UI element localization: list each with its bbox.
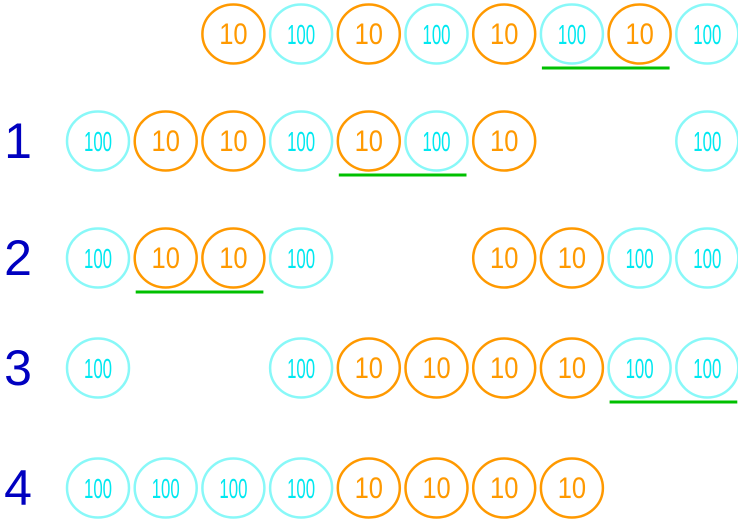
coin-10 bbox=[404, 457, 469, 519]
coin-10 bbox=[471, 227, 537, 289]
coin-value: 100 bbox=[152, 473, 180, 505]
coin-value: 100 bbox=[84, 243, 112, 275]
coin-value: 100 bbox=[626, 243, 654, 275]
coin-value: 10 bbox=[355, 471, 383, 504]
coin-value: 100 bbox=[693, 19, 721, 51]
coin-100 bbox=[675, 337, 738, 399]
coin-value: 100 bbox=[558, 19, 586, 51]
row-label: 4 bbox=[4, 460, 32, 516]
coin-value: 100 bbox=[422, 19, 450, 51]
coin-100 bbox=[539, 3, 605, 65]
coin-value: 10 bbox=[490, 124, 518, 157]
coin-value: 100 bbox=[287, 243, 315, 275]
coin-value: 100 bbox=[693, 243, 721, 275]
coin-value: 10 bbox=[490, 351, 518, 384]
coin-100 bbox=[65, 337, 131, 399]
coin-value: 10 bbox=[558, 241, 586, 274]
coin-value: 100 bbox=[287, 126, 315, 158]
coin-100 bbox=[268, 3, 334, 65]
coin-value: 100 bbox=[693, 126, 721, 158]
coin-100 bbox=[65, 227, 131, 289]
coin-value: 100 bbox=[84, 126, 112, 158]
coin-10 bbox=[336, 110, 402, 172]
coin-value: 100 bbox=[626, 353, 654, 385]
coin-100 bbox=[404, 110, 469, 172]
coin-value: 10 bbox=[219, 241, 247, 274]
coin-100 bbox=[675, 3, 738, 65]
row-label: 3 bbox=[4, 340, 32, 396]
coin-value: 10 bbox=[219, 17, 247, 50]
coin-10 bbox=[336, 457, 402, 519]
coin-value: 10 bbox=[558, 471, 586, 504]
coin-10 bbox=[336, 3, 402, 65]
coin-value: 10 bbox=[355, 124, 383, 157]
coin-10 bbox=[201, 3, 266, 65]
coin-value: 100 bbox=[693, 353, 721, 385]
coin-100 bbox=[675, 227, 738, 289]
coin-value: 10 bbox=[490, 241, 518, 274]
coin-10 bbox=[607, 3, 672, 65]
coin-100 bbox=[607, 227, 672, 289]
coin-100 bbox=[65, 457, 131, 519]
coin-value: 10 bbox=[625, 17, 653, 50]
coin-10 bbox=[471, 3, 537, 65]
coin-value: 100 bbox=[287, 19, 315, 51]
coin-value: 100 bbox=[219, 473, 247, 505]
coin-100 bbox=[133, 457, 198, 519]
coin-value: 10 bbox=[152, 124, 180, 157]
coin-10 bbox=[133, 227, 198, 289]
coin-10 bbox=[471, 110, 537, 172]
coin-value: 10 bbox=[219, 124, 247, 157]
coin-100 bbox=[65, 110, 131, 172]
coin-10 bbox=[471, 457, 537, 519]
coin-100 bbox=[268, 457, 334, 519]
coin-10 bbox=[471, 337, 537, 399]
coin-100 bbox=[607, 337, 672, 399]
coin-100 bbox=[268, 227, 334, 289]
coin-10 bbox=[133, 110, 198, 172]
coin-value: 10 bbox=[422, 471, 450, 504]
coin-10 bbox=[201, 110, 266, 172]
coin-10 bbox=[201, 227, 266, 289]
coin-value: 100 bbox=[422, 126, 450, 158]
row-label: 2 bbox=[4, 230, 32, 286]
row-label: 1 bbox=[4, 113, 32, 169]
coin-10 bbox=[539, 227, 605, 289]
coin-value: 10 bbox=[152, 241, 180, 274]
coin-value: 10 bbox=[422, 351, 450, 384]
coin-10 bbox=[336, 337, 402, 399]
coin-100 bbox=[675, 110, 738, 172]
coin-value: 100 bbox=[287, 473, 315, 505]
coin-value: 10 bbox=[558, 351, 586, 384]
coin-value: 100 bbox=[84, 473, 112, 505]
coin-value: 10 bbox=[355, 351, 383, 384]
coin-value: 10 bbox=[490, 471, 518, 504]
coin-10 bbox=[404, 337, 469, 399]
coin-10 bbox=[539, 337, 605, 399]
coin-100 bbox=[268, 337, 334, 399]
coin-value: 100 bbox=[287, 353, 315, 385]
coin-100 bbox=[268, 110, 334, 172]
coin-100 bbox=[201, 457, 266, 519]
coin-value: 10 bbox=[355, 17, 383, 50]
coin-value: 10 bbox=[490, 17, 518, 50]
coin-100 bbox=[404, 3, 469, 65]
coin-value: 100 bbox=[84, 353, 112, 385]
coin-10 bbox=[539, 457, 605, 519]
